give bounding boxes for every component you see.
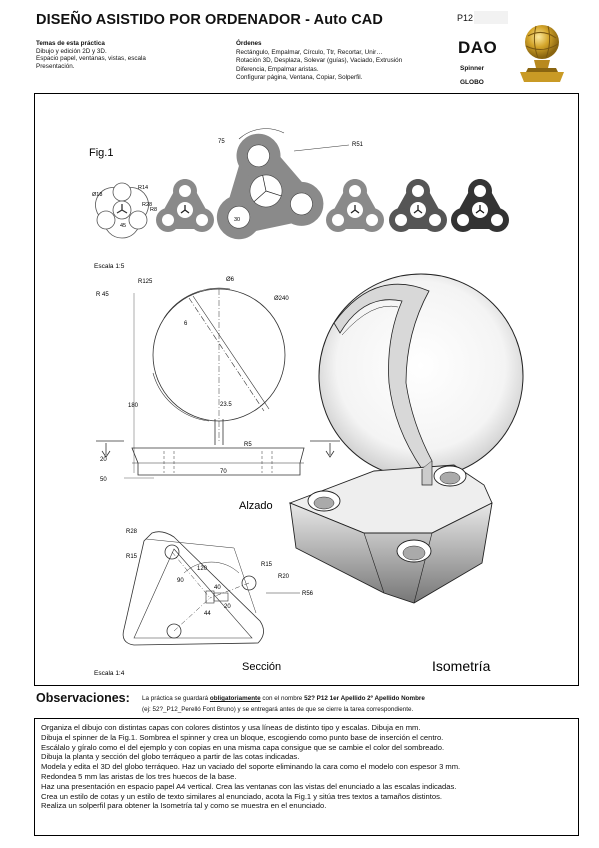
- isometria-label: Isometría: [432, 658, 491, 674]
- spinner-gray-1: [156, 179, 214, 232]
- dim-label: 120: [197, 566, 208, 572]
- drawing-frame: [34, 93, 579, 686]
- temas-line: Espacio papel, ventanas, vistas, escala: [36, 55, 146, 63]
- alzado-label: Alzado: [239, 500, 273, 512]
- scale-bottom-label: Escala 1:4: [94, 670, 125, 677]
- ordenes-block: Órdenes Rectángulo, Empalmar, Círculo, T…: [236, 40, 446, 83]
- dim-label: 70: [220, 469, 227, 475]
- dim-label: R28: [126, 529, 138, 535]
- instructions-box: Organiza el dibujo con distintas capas c…: [34, 718, 579, 836]
- instruction-line: Escálalo y gíralo como el del ejemplo y …: [41, 742, 445, 752]
- spinner-dark-2: [451, 179, 509, 232]
- technical-drawing: Fig.1 Ø18 R14 R28 45 R8 75 R51 30: [89, 128, 524, 677]
- dim-label: 90: [177, 578, 184, 584]
- obs-filename: 52? P12 1er Apellido 2º Apellido Nombre: [304, 695, 425, 702]
- seccion-label: Sección: [242, 661, 281, 673]
- dim-label: R14: [138, 185, 148, 191]
- dim-label: 44: [204, 611, 211, 617]
- dim-label: R15: [261, 562, 273, 568]
- scale-top-label: Escala 1:5: [94, 263, 125, 270]
- dim-label: Ø18: [92, 192, 102, 198]
- obs-emphasis: obligatoriamente: [209, 695, 261, 702]
- ordenes-line: Diferencia, Empalmar aristas.: [236, 65, 319, 73]
- ordenes-line: Rotación 3D, Desplaza, Solevar (guías), …: [236, 57, 403, 65]
- practice-code: P12: [457, 13, 474, 23]
- instruction-line: Haz una presentación en espacio papel A4…: [41, 781, 457, 791]
- spinner-dark-1: [389, 179, 447, 232]
- instruction-line: Organiza el dibujo con distintas capas c…: [41, 723, 421, 732]
- dim-label: 20: [224, 604, 231, 610]
- temas-heading: Temas de esta práctica: [36, 40, 105, 47]
- observaciones-line-2: (ej: 52?_P12_Perelló Font Bruno) y se en…: [142, 706, 414, 713]
- alzado-view: [96, 287, 340, 479]
- dim-label: 6: [184, 321, 188, 327]
- observaciones-line-1: La práctica se guardará obligatoriamente…: [142, 695, 425, 702]
- dao-badge: DAO: [458, 38, 498, 57]
- dim-label: Ø6: [226, 277, 235, 283]
- instruction-line: Crea un estilo de cotas y un estilo de t…: [41, 791, 442, 801]
- instruction-line: Dibuja el spinner de la Fig.1. Sombrea e…: [41, 732, 444, 742]
- spinner-gray-2: [326, 179, 384, 232]
- dim-label: 40: [214, 585, 221, 591]
- dim-label: R8: [150, 207, 157, 213]
- dim-label: 30: [234, 217, 240, 223]
- practice-code-box: [474, 11, 508, 24]
- dim-label: Ø240: [274, 296, 289, 302]
- observaciones-heading: Observaciones:: [36, 691, 130, 705]
- instruction-line: Realiza un solperfil para obtener la Iso…: [41, 801, 327, 811]
- dim-label: R 45: [96, 292, 109, 298]
- ordenes-line: Rectángulo, Empalmar, Círculo, Ttr, Reco…: [236, 48, 383, 56]
- instruction-line: Redondea 5 mm las aristas de los tres hu…: [41, 771, 237, 781]
- dim-label: R56: [302, 591, 314, 597]
- dim-label: R51: [352, 142, 364, 148]
- obs-text: con el nombre: [260, 695, 305, 702]
- isometric-globe: [288, 273, 524, 604]
- dim-label: 75: [218, 139, 225, 145]
- temas-line: Dibujo y edición 2D y 3D.: [36, 47, 107, 55]
- dim-label: R15: [126, 554, 138, 560]
- spinner-outline-small: [95, 182, 149, 239]
- fig1-label: Fig.1: [89, 147, 113, 159]
- dim-label: R20: [278, 574, 290, 580]
- dim-label: 50: [100, 477, 107, 483]
- subject-spinner: Spinner: [460, 65, 485, 72]
- temas-block: Temas de esta práctica Dibujo y edición …: [36, 40, 216, 70]
- dim-label: 23.5: [220, 402, 232, 408]
- spinner-gray-large: [216, 133, 324, 240]
- dim-label: 180: [128, 403, 139, 409]
- instruction-line: Dibuja la planta y sección del globo ter…: [41, 752, 300, 762]
- trophy-icon: [520, 25, 564, 82]
- ordenes-heading: Órdenes: [236, 40, 262, 47]
- instruction-line: Modela y edita el 3D del globo terráqueo…: [41, 762, 461, 772]
- dim-label: R125: [138, 279, 153, 285]
- obs-text: La práctica se guardará: [142, 695, 210, 702]
- dim-label: R28: [142, 202, 152, 208]
- subject-globo: GLOBO: [460, 79, 484, 86]
- dim-label: R5: [244, 442, 252, 448]
- seccion-view: [122, 531, 264, 646]
- page-title: DISEÑO ASISTIDO POR ORDENADOR - Auto CAD: [36, 12, 383, 28]
- dim-label: 20: [100, 457, 107, 463]
- ordenes-line: Configurar página, Ventana, Copiar, Solp…: [236, 74, 363, 82]
- temas-line: Presentación.: [36, 62, 75, 70]
- dim-label: 45: [120, 223, 126, 229]
